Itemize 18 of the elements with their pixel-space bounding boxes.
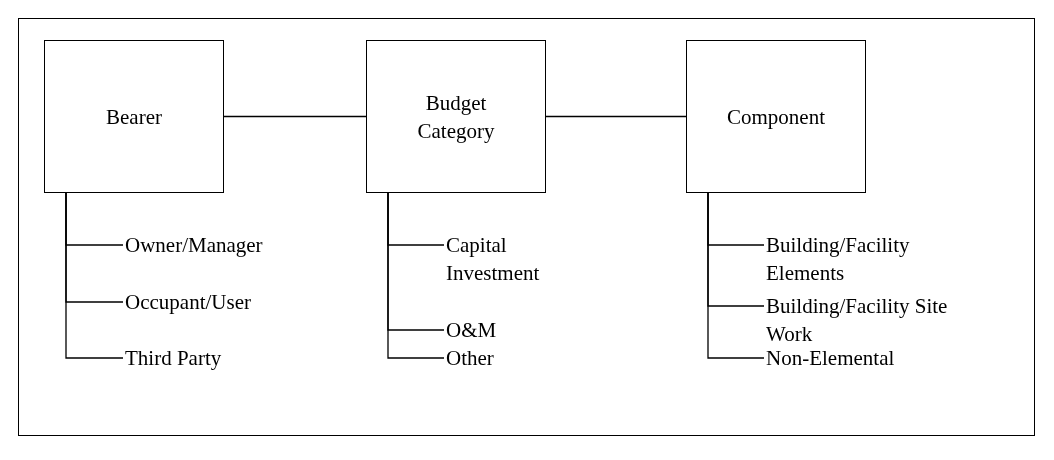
entity-box <box>366 40 546 193</box>
category-item: Building/Facility Elements <box>766 231 981 287</box>
box-label: Component <box>727 103 825 131</box>
category-item: Owner/Manager <box>125 231 305 259</box>
connector-line <box>223 115 367 118</box>
connector-line <box>387 192 445 359</box>
connector-line <box>545 115 687 118</box>
entity-box <box>44 40 224 193</box>
category-item: Other <box>446 344 596 372</box>
connector-line <box>707 192 765 359</box>
category-item: Third Party <box>125 344 305 372</box>
category-item: Occupant/User <box>125 288 305 316</box>
connector-line <box>65 192 124 359</box>
category-item: O&M <box>446 316 596 344</box>
entity-box <box>686 40 866 193</box>
box-label: Budget Category <box>416 89 496 145</box>
category-item: Capital Investment <box>446 231 596 287</box>
box-label: Bearer <box>106 103 162 131</box>
